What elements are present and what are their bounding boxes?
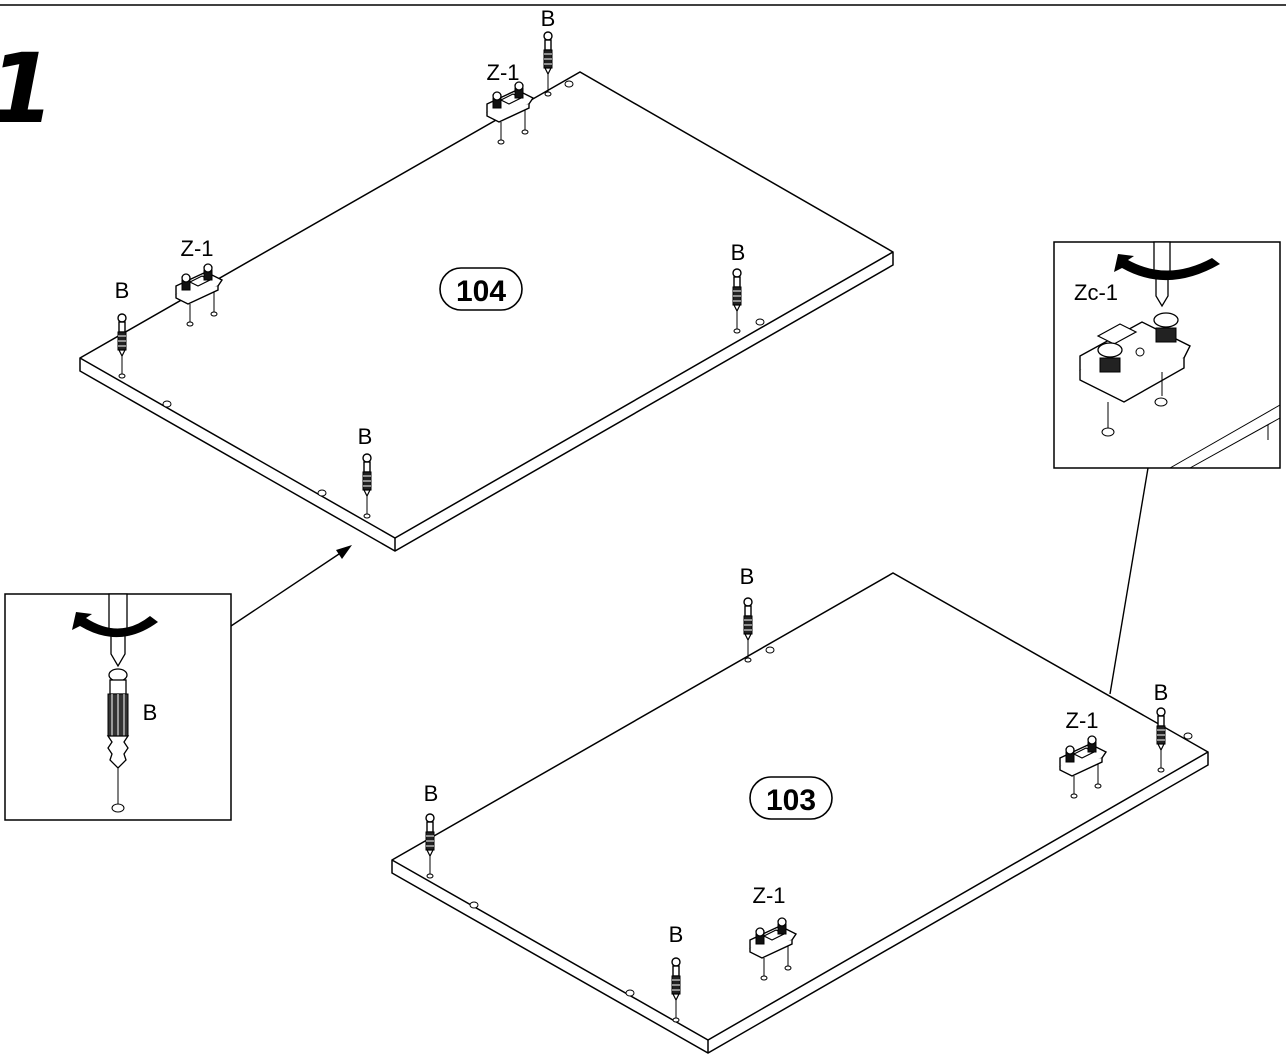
screwdriver-icon [1153,241,1171,308]
panel-103-number: 103 [766,784,816,817]
hinge-plate-label: Z-1 [753,883,786,908]
dowel-label: B [740,564,755,589]
dowel-label: B [358,424,373,449]
dowel-icon [543,31,553,97]
dowel-label: B [1154,680,1169,705]
rotate-clockwise-icon [1114,254,1220,281]
dowel-label: B [424,781,439,806]
rotate-clockwise-icon [72,612,158,638]
dowel-label: B [669,922,684,947]
panel-104-number: 104 [456,275,506,308]
hinge-plate-detail-icon [1079,312,1191,437]
hinge-plate-label: Z-1 [1066,708,1099,733]
inset-hinge-detail: Zc-1 [1053,241,1281,695]
dowel-label: B [115,278,130,303]
hinge-plate-label: Z-1 [181,236,214,261]
dowel-icon [743,597,753,663]
dowel-detail-icon [106,668,130,813]
hinge-plate-label: Z-1 [487,60,520,85]
inset-dowel-label: B [143,700,158,725]
dowel-label: B [541,6,556,31]
dowel-label: B [731,240,746,265]
inset-dowel-detail: B [4,545,352,821]
panel-104-number-badge: 104 [439,267,523,311]
panel-103: 103 [391,572,1209,1054]
step-number: 1 [0,33,55,145]
panel-104: 104 [79,71,894,552]
inset-hinge-label: Zc-1 [1074,280,1118,305]
panel-103-number-badge: 103 [749,776,833,820]
screwdriver-icon [108,593,128,668]
